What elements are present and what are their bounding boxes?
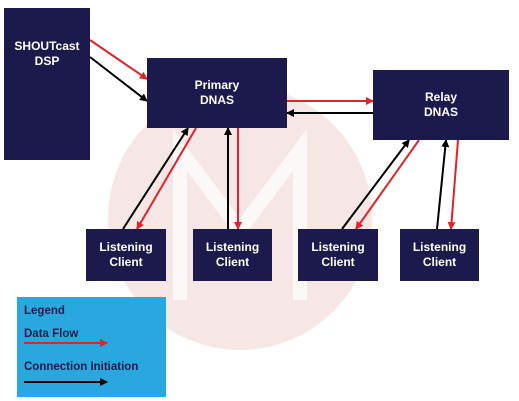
data-flow-arrow-relay-to-client4 bbox=[447, 139, 459, 230]
legend-data-flow-label: Data Flow bbox=[24, 328, 79, 340]
legend-connection-initiation-label: Connection Initiation bbox=[24, 361, 139, 373]
listening-client-node: Listening Client bbox=[193, 229, 272, 281]
listening-client-node: Listening Client bbox=[400, 229, 479, 281]
client-label-line1: Listening bbox=[205, 240, 260, 254]
client-label-line1: Listening bbox=[311, 240, 365, 254]
data-flow-arrow-primary-to-client1 bbox=[136, 127, 197, 230]
client-label-line2: Client bbox=[109, 255, 143, 269]
primary-label-line2: DNAS bbox=[199, 93, 234, 107]
data-flow-arrow-relay-to-client3 bbox=[355, 139, 420, 230]
client-label-line2: Client bbox=[321, 255, 355, 269]
client-label-line1: Listening bbox=[412, 240, 467, 254]
connection-arrow-client3-to-relay bbox=[341, 139, 410, 230]
data-flow-arrow-dsp-to-primary bbox=[89, 39, 148, 80]
connection-arrow-client1-to-primary bbox=[122, 127, 189, 230]
client-label-line2: Client bbox=[215, 255, 250, 269]
relay-label-line1: Relay bbox=[424, 90, 458, 104]
dsp-label-line2: DSP bbox=[34, 54, 60, 68]
primary-label-line1: Primary bbox=[194, 78, 240, 92]
dsp-label-line1: SHOUTcast bbox=[14, 39, 80, 53]
primary-dnas-node: Primary DNAS bbox=[147, 58, 287, 128]
connection-arrow-client4-to-relay bbox=[436, 139, 450, 230]
client-label-line1: Listening bbox=[99, 240, 153, 254]
legend-title: Legend bbox=[24, 305, 65, 317]
shoutcast-dsp-node: SHOUTcast DSP bbox=[4, 8, 90, 160]
connection-arrow-dsp-to-primary bbox=[89, 56, 148, 102]
listening-client-node: Listening Client bbox=[86, 229, 166, 281]
relay-label-line2: DNAS bbox=[423, 105, 458, 119]
client-label-line2: Client bbox=[422, 255, 457, 269]
legend-box: Legend Data Flow Connection Initiation bbox=[17, 297, 166, 397]
listening-client-node: Listening Client bbox=[298, 229, 378, 281]
relay-dnas-node: Relay DNAS bbox=[373, 70, 509, 140]
